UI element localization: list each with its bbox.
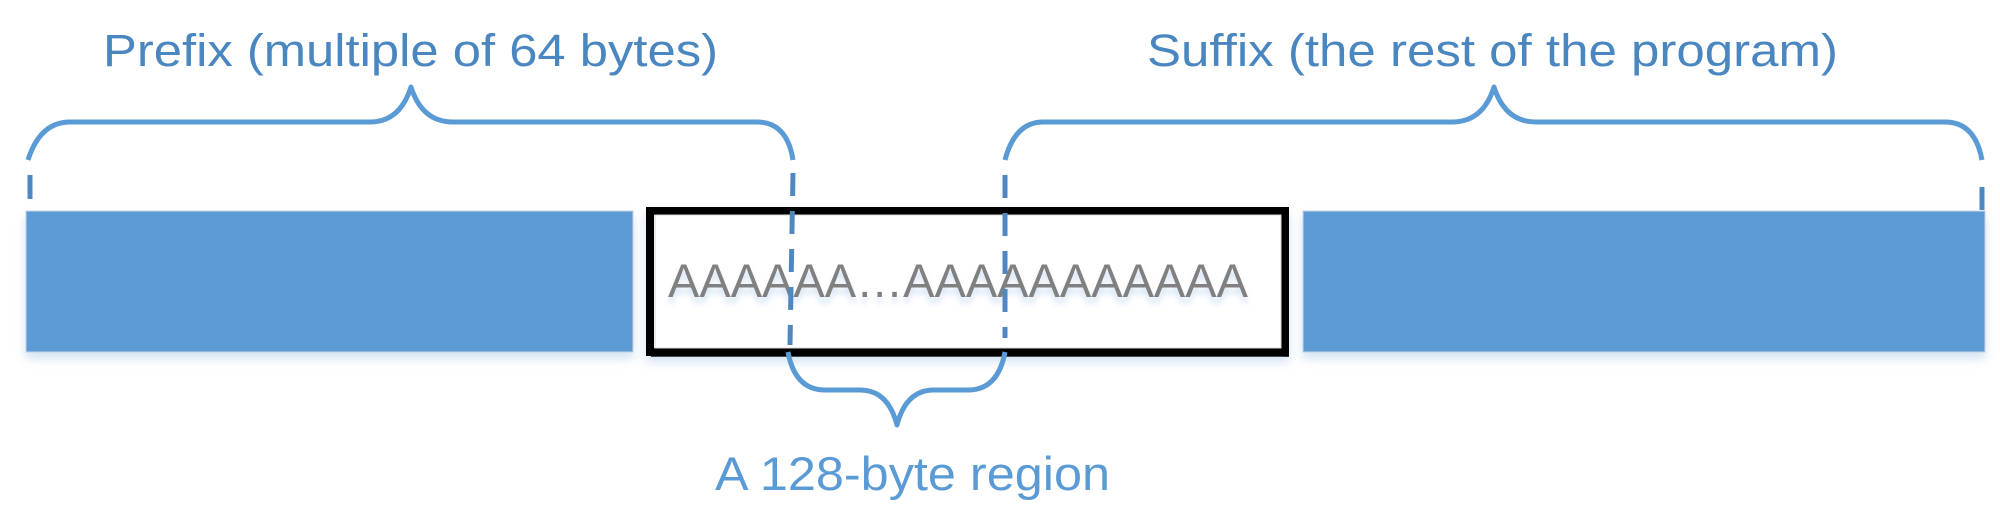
suffix-brace [1002, 84, 1985, 161]
filler-box [646, 207, 1289, 356]
prefix-label: Prefix (multiple of 64 bytes) [103, 25, 718, 76]
prefix-brace [25, 84, 796, 161]
suffix-label: Suffix (the rest of the program) [1147, 25, 1838, 76]
prefix-block [25, 210, 634, 353]
region-label: A 128-byte region [715, 447, 1110, 500]
prefix-end-dashed-line [787, 172, 796, 346]
filler-box-inner-line [654, 214, 1282, 349]
region-brace [785, 351, 1008, 428]
suffix-block [1302, 210, 1986, 353]
filler-text: AAAAAA…AAAAAAAAAAA [668, 254, 1249, 307]
